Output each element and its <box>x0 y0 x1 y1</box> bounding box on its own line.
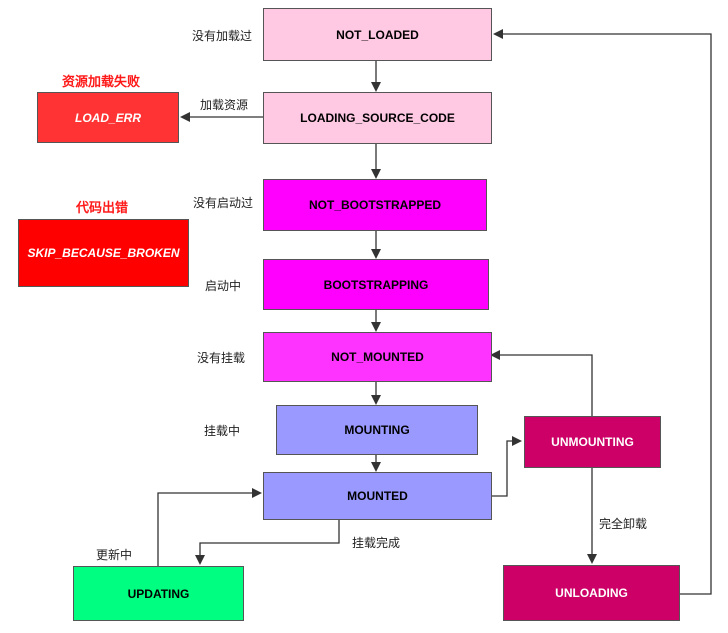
node-mounted: MOUNTED <box>263 472 492 520</box>
label-resource-load-failed: 资源加载失败 <box>62 75 141 90</box>
label-not-mounted: 没有挂载 <box>197 351 246 365</box>
node-updating: UPDATING <box>73 566 244 621</box>
label-updating: 更新中 <box>96 548 133 562</box>
node-mounted-label: MOUNTED <box>347 489 408 503</box>
node-not-bootstrapped: NOT_BOOTSTRAPPED <box>263 179 487 231</box>
label-bootstrapping: 启动中 <box>205 279 242 293</box>
node-unmounting: UNMOUNTING <box>524 416 661 468</box>
edge-mounted-to-updating <box>195 520 340 565</box>
node-updating-label: UPDATING <box>127 586 190 601</box>
label-fully-unloaded: 完全卸载 <box>599 517 648 531</box>
edge-unmounting-to-notmounted <box>490 350 593 416</box>
label-load-resource: 加载资源 <box>200 98 249 112</box>
node-not-mounted-label: NOT_MOUNTED <box>331 350 424 364</box>
node-loading-source-code: LOADING_SOURCE_CODE <box>263 92 492 144</box>
node-skip-because-broken: SKIP_BECAUSE_BROKEN <box>18 219 189 287</box>
node-not-bootstrapped-label: NOT_BOOTSTRAPPED <box>308 198 441 212</box>
node-unmounting-label: UNMOUNTING <box>551 435 634 449</box>
node-not-loaded-label: NOT_LOADED <box>336 27 419 42</box>
edge-mounted-to-unmounting <box>492 436 522 497</box>
edge-updating-to-mounted <box>157 488 262 566</box>
node-mounting-label: MOUNTING <box>344 423 410 437</box>
label-code-error: 代码出错 <box>76 201 129 216</box>
node-not-mounted: NOT_MOUNTED <box>263 332 492 382</box>
node-unloading: UNLOADING <box>503 565 680 621</box>
node-unloading-label: UNLOADING <box>555 586 628 600</box>
node-bootstrapping: BOOTSTRAPPING <box>263 259 489 310</box>
node-mounting: MOUNTING <box>276 405 478 455</box>
node-not-loaded: NOT_LOADED <box>263 8 492 61</box>
node-bootstrapping-label: BOOTSTRAPPING <box>323 277 429 292</box>
label-never-loaded: 没有加载过 <box>192 29 253 43</box>
node-loading-source-code-label: LOADING_SOURCE_CODE <box>300 111 455 125</box>
edge-unloading-to-notloaded <box>493 29 712 595</box>
label-mount-complete: 挂载完成 <box>352 536 401 550</box>
label-never-bootstrapped: 没有启动过 <box>193 196 254 210</box>
node-load-err: LOAD_ERR <box>37 92 179 143</box>
node-skip-because-broken-label: SKIP_BECAUSE_BROKEN <box>27 246 180 260</box>
node-load-err-label: LOAD_ERR <box>74 110 141 125</box>
label-mounting: 挂载中 <box>204 424 241 438</box>
